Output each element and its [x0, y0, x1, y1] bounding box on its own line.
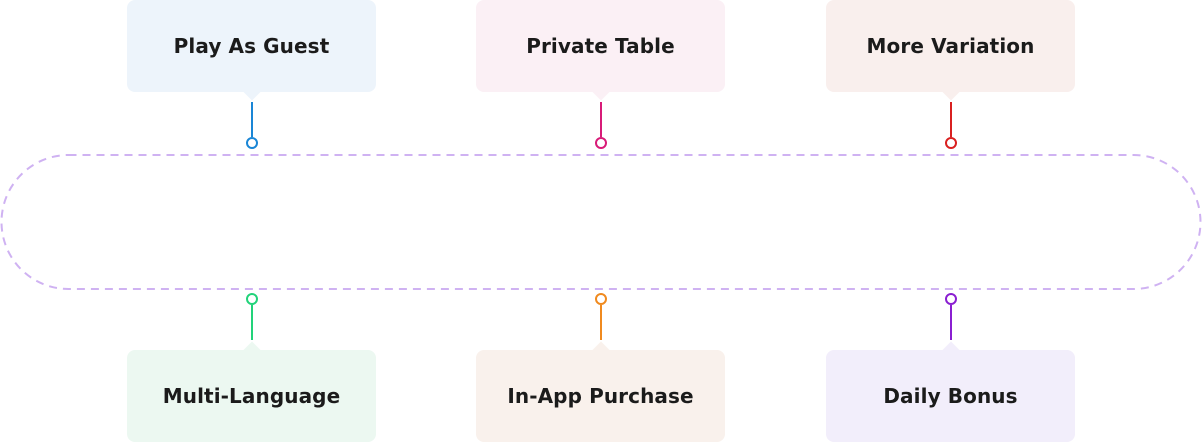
- connector-dot-play-as-guest: [246, 137, 258, 149]
- feature-card-play-as-guest: Play As Guest: [127, 0, 376, 101]
- connector-dot-more-variation: [945, 137, 957, 149]
- feature-card-private-table: Private Table: [476, 0, 725, 101]
- feature-label: Play As Guest: [173, 34, 330, 58]
- connector-dot-multi-language: [246, 293, 258, 305]
- connector-dot-daily-bonus: [945, 293, 957, 305]
- feature-card-in-app-purchase: In-App Purchase: [476, 341, 725, 442]
- connector-dot-private-table: [595, 137, 607, 149]
- feature-label: In-App Purchase: [507, 384, 694, 408]
- dashed-track: [0, 154, 1202, 290]
- feature-label: More Variation: [866, 34, 1035, 58]
- connector-dot-in-app-purchase: [595, 293, 607, 305]
- feature-label: Multi-Language: [162, 384, 341, 408]
- feature-label: Daily Bonus: [883, 384, 1018, 408]
- feature-card-daily-bonus: Daily Bonus: [826, 341, 1075, 442]
- feature-card-more-variation: More Variation: [826, 0, 1075, 101]
- feature-card-multi-language: Multi-Language: [127, 341, 376, 442]
- feature-label: Private Table: [526, 34, 675, 58]
